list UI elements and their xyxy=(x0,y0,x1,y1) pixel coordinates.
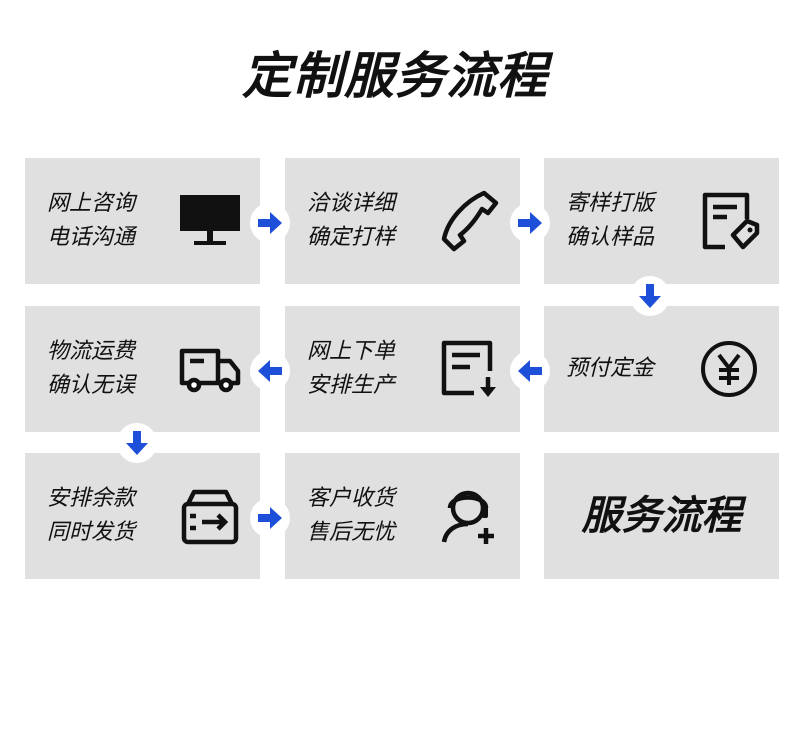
step-line2: 同时发货 xyxy=(47,520,136,545)
step-line2: 安排生产 xyxy=(307,373,396,398)
truck-icon xyxy=(178,337,242,401)
step-label: 寄样打版 确认样品 xyxy=(566,158,654,284)
arrow-left-icon xyxy=(250,351,290,391)
step-line1: 网上下单 xyxy=(307,339,396,364)
final-card-label: 服务流程 xyxy=(581,493,742,539)
order-download-icon xyxy=(438,337,502,401)
final-card: 服务流程 xyxy=(544,453,779,579)
step-line1: 洽谈详细 xyxy=(307,191,396,216)
phone-icon xyxy=(438,189,502,253)
page-title: 定制服务流程 xyxy=(242,47,548,105)
step-card-logistics: 物流运费 确认无误 xyxy=(25,306,260,432)
step-line2: 售后无忧 xyxy=(307,520,396,545)
arrow-down-icon xyxy=(117,423,157,463)
step-line1: 物流运费 xyxy=(47,339,136,364)
yen-icon xyxy=(697,337,761,401)
step-card-receive: 客户收货 售后无忧 xyxy=(285,453,520,579)
step-label: 客户收货 售后无忧 xyxy=(307,453,395,579)
arrow-down-icon xyxy=(630,276,670,316)
step-label: 物流运费 确认无误 xyxy=(47,306,135,432)
arrow-right-icon xyxy=(510,203,550,243)
step-card-negotiate: 洽谈详细 确定打样 xyxy=(285,158,520,284)
step-line2: 确认无误 xyxy=(47,373,136,398)
step-label: 网上下单 安排生产 xyxy=(307,306,395,432)
step-line1: 网上咨询 xyxy=(47,191,136,216)
step-card-order: 网上下单 安排生产 xyxy=(285,306,520,432)
step-label: 安排余款 同时发货 xyxy=(47,453,135,579)
document-tag-icon xyxy=(697,189,761,253)
step-label: 洽谈详细 确定打样 xyxy=(307,158,395,284)
step-line2: 电话沟通 xyxy=(47,225,136,250)
step-line2: 确认样品 xyxy=(566,225,655,250)
step-line2: 确定打样 xyxy=(307,225,396,250)
step-card-deposit: 预付定金 xyxy=(544,306,779,432)
box-icon xyxy=(178,484,242,548)
step-card-sample: 寄样打版 确认样品 xyxy=(544,158,779,284)
customer-service-icon xyxy=(438,484,502,548)
step-card-shipping: 安排余款 同时发货 xyxy=(25,453,260,579)
step-line1: 寄样打版 xyxy=(566,191,655,216)
step-card-consult: 网上咨询 电话沟通 xyxy=(25,158,260,284)
arrow-right-icon xyxy=(250,203,290,243)
step-label: 网上咨询 电话沟通 xyxy=(47,158,135,284)
arrow-right-icon xyxy=(250,498,290,538)
arrow-left-icon xyxy=(510,351,550,391)
monitor-icon xyxy=(178,189,242,253)
step-label: 预付定金 xyxy=(566,306,654,432)
step-line1: 预付定金 xyxy=(566,356,655,381)
step-line1: 安排余款 xyxy=(47,486,136,511)
step-line1: 客户收货 xyxy=(307,486,396,511)
